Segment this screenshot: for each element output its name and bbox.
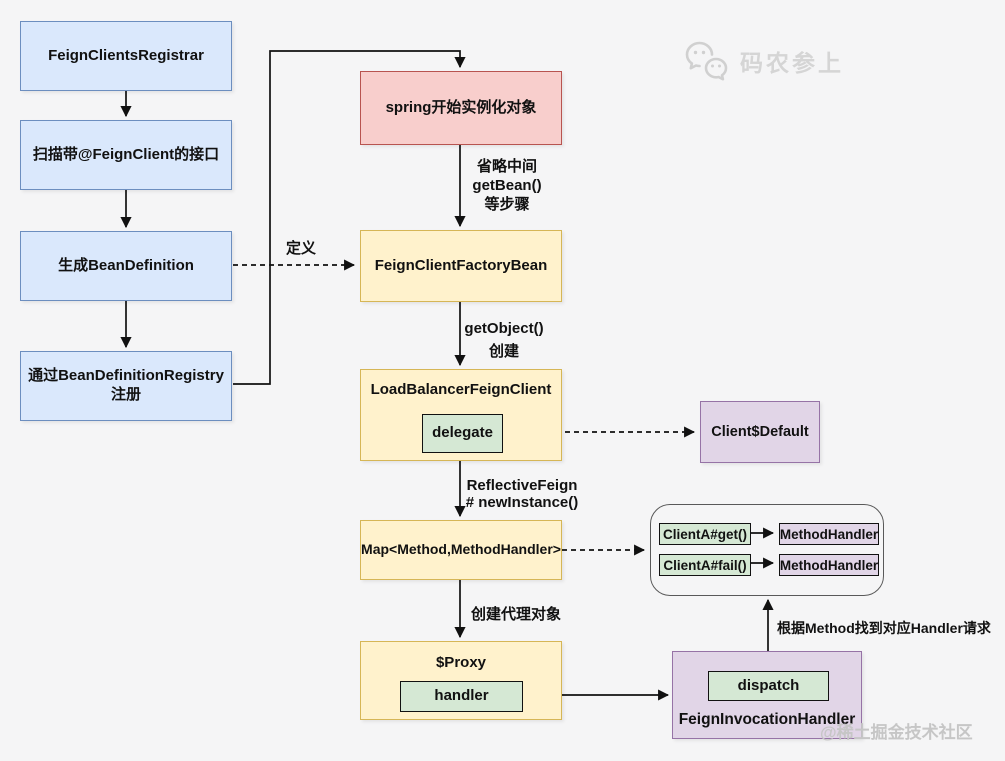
edge-label-create: 创建 [488, 343, 519, 360]
map-entry-value: MethodHandler [779, 554, 879, 576]
edge-label-reflective-line1: ReflectiveFeign [466, 477, 578, 494]
edge-label-getobject-create: getObject() 创建 [445, 317, 563, 363]
map-entry-value: MethodHandler [779, 523, 879, 545]
node-load-balancer-label: LoadBalancerFeignClient [370, 381, 552, 398]
node-load-balancer-feign-client: LoadBalancerFeignClient delegate [360, 369, 562, 461]
field-handler: handler [400, 681, 523, 712]
edge-label-skip-line1: 省略中间 [476, 158, 537, 175]
edge-label-define: 定义 [286, 240, 317, 257]
edge-label-getobject: getObject() [464, 320, 544, 337]
node-register-line1: 通过BeanDefinitionRegistry [28, 367, 224, 385]
node-register-line2: 注册 [110, 386, 141, 403]
watermark-top: 码农参上 [684, 40, 844, 82]
edge-label-dispatch-note: 根据Method找到对应Handler请求 [777, 620, 991, 636]
watermark-top-text: 码农参上 [740, 50, 844, 76]
field-delegate: delegate [422, 414, 503, 453]
node-generate-bean-definition: 生成BeanDefinition [20, 231, 232, 301]
node-client-default: Client$Default [700, 401, 820, 463]
node-feign-invocation-handler: dispatch FeignInvocationHandler [672, 651, 862, 739]
handler-map-container: ClientA#get() MethodHandler ClientA#fail… [650, 504, 884, 596]
field-dispatch: dispatch [708, 671, 829, 701]
node-scan-feignclient-interface: 扫描带@FeignClient的接口 [20, 120, 232, 190]
map-entry-key: ClientA#get() [659, 523, 751, 545]
watermark-bottom: @稀土掘金技术社区 [820, 723, 973, 742]
node-spring-instantiate: spring开始实例化对象 [360, 71, 562, 145]
edge-label-reflective-feign: ReflectiveFeign # newInstance() [462, 477, 582, 511]
wechat-icon [685, 41, 728, 81]
node-feign-clients-registrar: FeignClientsRegistrar [20, 21, 232, 91]
edge-label-skip-line2: getBean() [472, 177, 542, 194]
node-proxy: $Proxy handler [360, 641, 562, 720]
edge-label-reflective-line2: # newInstance() [465, 494, 579, 511]
node-feign-client-factory-bean: FeignClientFactoryBean [360, 230, 562, 302]
edge-label-skip-line3: 等步骤 [484, 196, 530, 213]
node-feign-invocation-handler-label: FeignInvocationHandler [678, 710, 856, 728]
node-proxy-label: $Proxy [435, 654, 487, 671]
map-entry-key: ClientA#fail() [659, 554, 751, 576]
node-register-via-beandefinitionregistry: 通过BeanDefinitionRegistry 注册 [20, 351, 232, 421]
edge-label-skip-getbean: 省略中间 getBean() 等步骤 [447, 157, 567, 214]
edge-label-create-proxy: 创建代理对象 [471, 606, 562, 623]
node-method-map: Map<Method,MethodHandler> [360, 520, 562, 580]
